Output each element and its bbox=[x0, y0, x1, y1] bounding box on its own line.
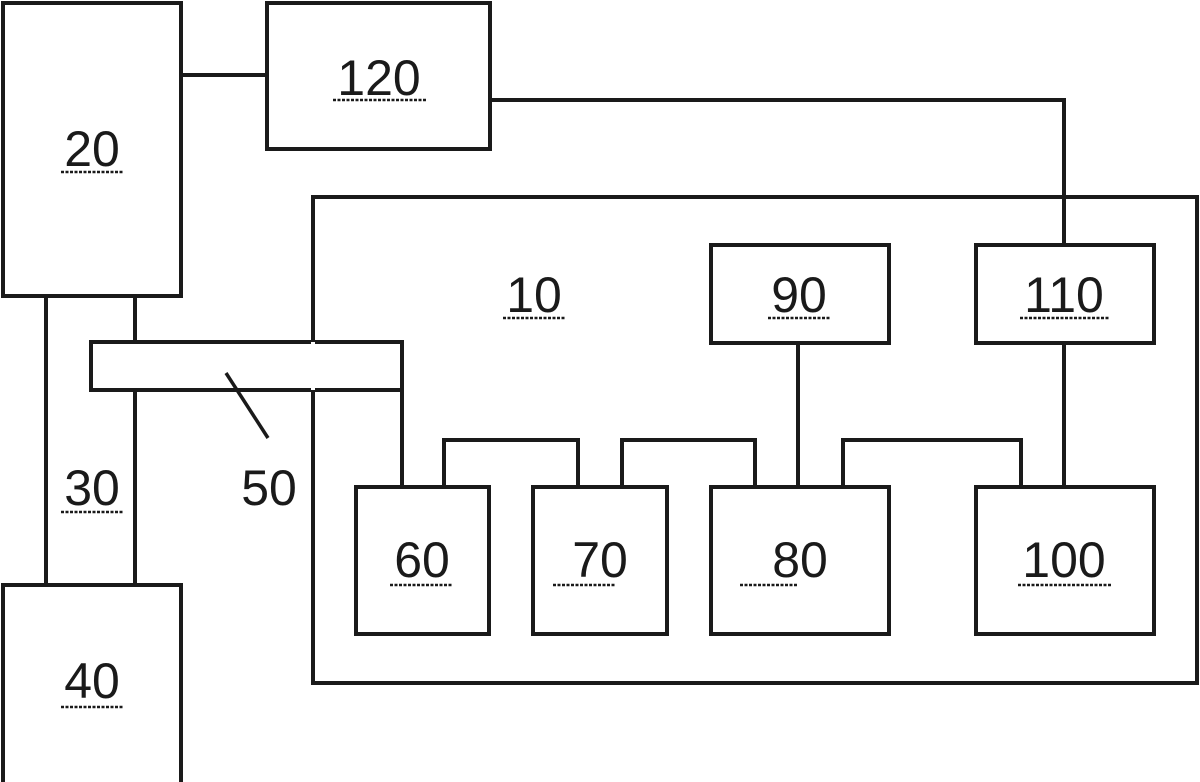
label-50: 50 bbox=[241, 460, 297, 516]
block-50-bar bbox=[89, 340, 404, 392]
label-10: 10 bbox=[506, 267, 562, 323]
label-40: 40 bbox=[64, 653, 120, 709]
label-30: 30 bbox=[64, 460, 120, 516]
block-60 bbox=[354, 485, 491, 636]
wire-120-110 bbox=[490, 98, 1066, 245]
wire-60-70 bbox=[442, 438, 580, 487]
block-90 bbox=[709, 243, 891, 345]
label-60: 60 bbox=[394, 532, 450, 588]
block-20 bbox=[1, 1, 183, 298]
label-80: 80 bbox=[772, 532, 828, 588]
label-70: 70 bbox=[572, 532, 628, 588]
block-40 bbox=[1, 583, 183, 782]
block-100 bbox=[974, 485, 1156, 636]
wire-70-80 bbox=[620, 438, 757, 487]
label-90: 90 bbox=[771, 267, 827, 323]
block-110 bbox=[974, 243, 1156, 345]
wire-80-100 bbox=[841, 438, 1023, 487]
leader-line-50 bbox=[224, 372, 270, 439]
label-100: 100 bbox=[1022, 532, 1105, 588]
block-80 bbox=[709, 485, 891, 636]
label-120: 120 bbox=[337, 50, 420, 106]
label-20: 20 bbox=[64, 121, 120, 177]
block-70 bbox=[531, 485, 669, 636]
block-120 bbox=[265, 1, 492, 151]
label-110: 110 bbox=[1024, 267, 1104, 323]
